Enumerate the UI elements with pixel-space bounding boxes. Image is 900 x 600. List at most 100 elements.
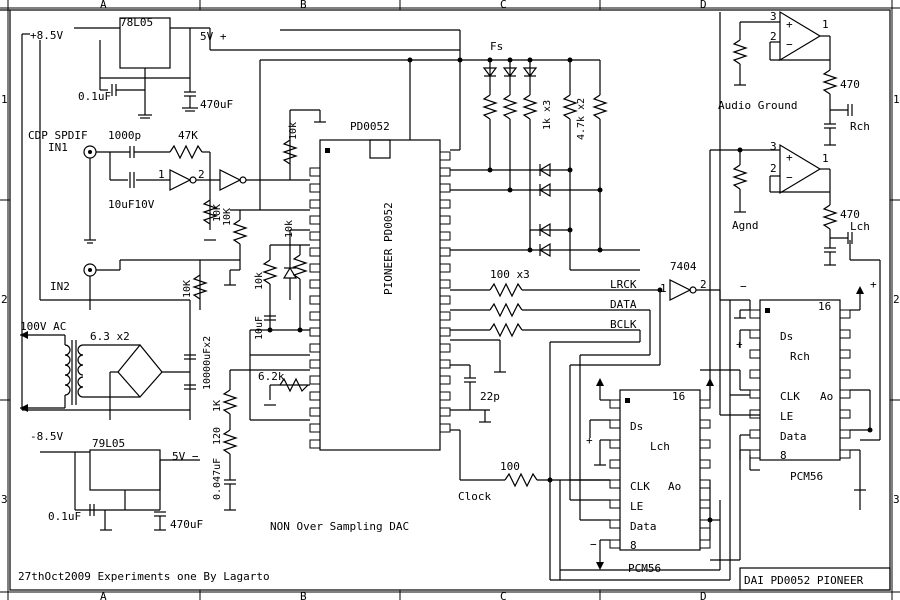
fs-led-2 [502, 67, 518, 77]
label-470uf-bottom: 470uF [170, 518, 203, 531]
col-label-bottom-b: B [300, 590, 307, 600]
power-transformer: 100V AC 6.3 x2 10000uFx2 [20, 320, 213, 420]
label-minus-8v5: -8.5V [30, 430, 63, 443]
label-10k-in1-bias: 10K [212, 204, 223, 222]
dac-right-pcm56: 16 Ds Rch CLK Ao LE Data 8 PCM56 [729, 278, 877, 560]
col-label-top-a: A [100, 0, 107, 11]
left-rails [21, 34, 191, 411]
dac-left-le: LE [630, 500, 643, 513]
col-label-bottom-a: A [100, 590, 107, 600]
label-1k-x3: 1k x3 [542, 100, 553, 130]
label-pioneer-pd0052: PIONEER PD0052 [382, 202, 395, 295]
label-inverter-pin-1: 1 [660, 282, 667, 295]
row-label-right-1: 1 [893, 93, 900, 106]
dac-left-pin8: 8 [630, 539, 637, 552]
label-10k-left: 10k [254, 272, 265, 290]
label-fs: Fs [490, 40, 503, 53]
positive-regulator: +8.5V 78L05 5V + 0.1uF 470uF [22, 16, 233, 119]
label-10000uf-x2: 10000uFx2 [202, 336, 213, 390]
title-block: DAI PD0052 PIONEER [744, 574, 864, 587]
label-inv-pin-1: 1 [158, 168, 165, 181]
label-data: DATA [610, 298, 637, 311]
label-in2: IN2 [50, 280, 70, 293]
input-buffer-2 [219, 169, 242, 191]
label-470-l: 470 [840, 208, 860, 221]
col-label-top-d: D [700, 0, 707, 11]
dac-right-clk: CLK [780, 390, 800, 403]
label-10uf10v: 10uF10V [108, 198, 155, 211]
label-10k-right: 10k [284, 220, 295, 238]
spdif-input-1: CDP SPDIF IN1 1000p 47K 10uF10V 1 2 10K [28, 129, 290, 244]
dac-left-ao: Ao [668, 480, 681, 493]
dac-left-ds: Ds [630, 420, 643, 433]
i2s-signals: 100 x3 LRCK DATA BCLK 7404 1 2 [450, 260, 760, 580]
dac-right-le: LE [780, 410, 793, 423]
label-lrck: LRCK [610, 278, 637, 291]
negative-regulator: -8.5V 79L05 5V − 0.1uF 470uF [30, 430, 203, 531]
output-stage-rch: + − 3 2 1 470 Rch Audio Ground [718, 10, 870, 310]
label-5v-plus: 5V + [200, 30, 227, 43]
chip-left-network: 10K 10k 10k 10uF [222, 208, 310, 421]
col-label-top-c: C [500, 0, 507, 11]
dac-right-rch: Rch [790, 350, 810, 363]
footer-description: NON Over Sampling DAC [270, 520, 409, 533]
dac-right-plus: + [736, 338, 743, 351]
row-label-right-2: 2 [893, 293, 900, 306]
label-10k-pin: 10K [222, 208, 233, 226]
label-6v3-x2: 6.3 x2 [90, 330, 130, 343]
label-plus-8v5: +8.5V [30, 29, 63, 42]
clock-filter-network: 1K 120 0.047uF 6.2k 22p [212, 339, 506, 511]
label-0uf1-top: 0.1uF [78, 90, 111, 103]
label-0uf1-bottom: 0.1uF [48, 510, 81, 523]
opamp-lch-pin1: 1 [822, 152, 829, 165]
label-6k2: 6.2k [258, 370, 285, 383]
label-47k: 47K [178, 129, 198, 142]
label-5v-minus: 5V − [172, 450, 199, 463]
dac-right-data: Data [780, 430, 807, 443]
label-10k-in2: 10K [182, 280, 193, 298]
label-1k: 1K [212, 400, 223, 412]
dac-left-name: PCM56 [628, 562, 661, 575]
fs-led-indicators: Fs 1k x3 4.7k x2 [450, 40, 640, 271]
label-inverter-pin-2: 2 [700, 278, 707, 291]
col-label-bottom-d: D [700, 590, 707, 600]
lrck-inverter [669, 279, 692, 301]
label-1000p: 1000p [108, 129, 141, 142]
dac-right-ds: Ds [780, 330, 793, 343]
dac-left-minus: − [590, 538, 597, 551]
label-120: 120 [212, 427, 223, 445]
label-22p: 22p [480, 390, 500, 403]
footer-credit: 27thOct2009 Experiments one By Lagarto [18, 570, 270, 583]
output-stage-lch: + − 3 2 1 Agnd 470 Lch [709, 140, 870, 390]
label-78l05: 78L05 [120, 16, 153, 29]
label-rch-out: Rch [850, 120, 870, 133]
diode-5 [282, 266, 298, 279]
fs-led-3 [522, 67, 538, 77]
chip-pd0052: PD0052 PIONEER PD0052 [309, 120, 451, 451]
dac-left-pcm56: 16 Ds Lch CLK Ao LE Data 8 PCM56 [569, 354, 720, 575]
opamp-rch-plus-sign: + [786, 18, 793, 31]
opamp-rch-pin3: 3 [770, 10, 777, 23]
label-4k7-x2: 4.7k x2 [576, 98, 587, 140]
opamp-rch [779, 10, 822, 62]
label-100-x3: 100 x3 [490, 268, 530, 281]
label-100v-ac: 100V AC [20, 320, 66, 333]
opamp-lch-pin2: 2 [770, 162, 777, 175]
input-buffer-1 [169, 169, 192, 191]
label-100-clock: 100 [500, 460, 520, 473]
label-79l05: 79L05 [92, 437, 125, 450]
label-bclk: BCLK [610, 318, 637, 331]
opamp-lch [779, 143, 822, 195]
pd0052-right-pins [439, 151, 451, 433]
row-label-left-3: 3 [1, 493, 8, 506]
pd0052-left-pins [309, 167, 321, 449]
pd0052-body [319, 139, 441, 451]
dac-left-clk: CLK [630, 480, 650, 493]
dac-left-data: Data [630, 520, 657, 533]
dac-left-plus: + [586, 434, 593, 447]
col-label-bottom-c: C [500, 590, 507, 600]
bridge-rectifier [117, 344, 163, 398]
